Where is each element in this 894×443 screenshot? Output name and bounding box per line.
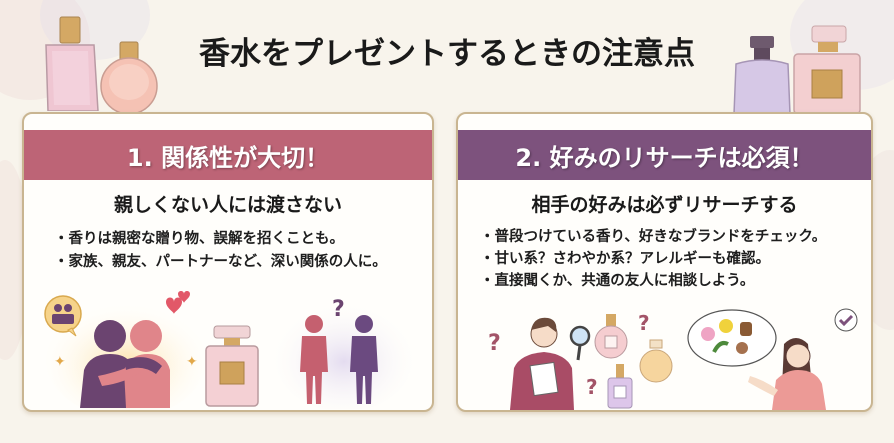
card-subtitle: 相手の好みは必ずリサーチする <box>531 194 798 216</box>
card-relationship: 1. 関係性が大切！ 親しくない人には渡さない 香りは親密な贈り物、誤解を招くこ… <box>22 112 434 412</box>
perfume-bottles-icon: ? ? <box>586 311 673 409</box>
bullet-list: 普段つけている香り、好きなブランドをチェック。 甘い系？さわやか系？アレルギーも… <box>480 226 827 292</box>
page-title: 香水をプレゼントするときの注意点 <box>199 36 695 72</box>
card-header: 1. 関係性が大切！ <box>24 130 432 180</box>
two-strangers-icon: ? <box>274 297 414 409</box>
svg-text:✦: ✦ <box>186 354 198 370</box>
spice-icon <box>736 342 748 354</box>
man-with-magnifier-icon: ? <box>488 317 591 410</box>
checkmark-icon <box>838 314 854 327</box>
perfume-bottle-square-pink-icon <box>793 25 861 114</box>
wood-icon <box>740 322 752 336</box>
card-header: 2. 好みのリサーチは必須！ <box>458 130 871 180</box>
perfume-bottle-lavender-icon <box>733 36 791 114</box>
bullet-item: 普段つけている香り、好きなブランドをチェック。 <box>480 226 827 248</box>
flower-icon <box>701 327 715 341</box>
svg-text:✦: ✦ <box>54 354 66 370</box>
bullet-item: 直接聞くか、共通の友人に相談しよう。 <box>480 270 826 292</box>
citrus-icon <box>719 319 733 333</box>
svg-text:?: ? <box>586 375 598 399</box>
perfume-bottle-tall-pink-icon <box>45 16 99 111</box>
bullet-item: 家族、親友、パートナーなど、深い関係の人に。 <box>54 251 387 274</box>
svg-text:?: ? <box>488 331 501 356</box>
card-subtitle: 親しくない人には渡さない <box>113 194 342 216</box>
leaf-icon <box>712 341 729 353</box>
svg-text:?: ? <box>638 311 650 335</box>
bullet-item: 甘い系？さわやか系？アレルギーも確認。 <box>480 248 826 270</box>
perfume-bottle-round-peach-icon <box>100 41 158 112</box>
hugging-couple-icon: ✦ ✦ <box>44 291 206 410</box>
card-research: 2. 好みのリサーチは必須！ 相手の好みは必ずリサーチする 普段つけている香り、… <box>456 112 873 412</box>
svg-text:?: ? <box>332 297 345 322</box>
woman-with-thought-bubble-icon <box>687 308 858 410</box>
perfume-bottle-icon <box>205 325 259 407</box>
bullet-item: 香りは親密な贈り物、誤解を招くことも。 <box>54 228 387 251</box>
bullet-list: 香りは親密な贈り物、誤解を招くことも。 家族、親友、パートナーなど、深い関係の人… <box>54 228 387 274</box>
